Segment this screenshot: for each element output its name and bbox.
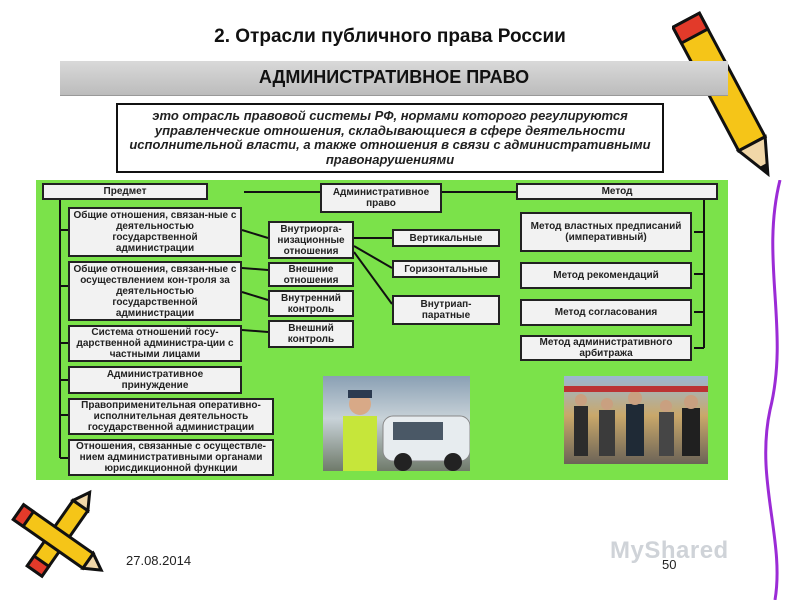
kind-intra-apparatus: Внутриап-паратные xyxy=(392,295,500,325)
page-number: 50 xyxy=(662,557,676,572)
pencil-top-right-icon xyxy=(672,2,782,192)
subject-item-3: Система отношений госу-дарственной админ… xyxy=(68,325,242,362)
crowd-photo xyxy=(564,376,708,464)
purple-curve-line xyxy=(750,180,800,600)
middle-item-1: Внутриорга-низационные отношения xyxy=(268,221,354,259)
slide-title: 2. Отрасли публичного права России xyxy=(150,26,630,48)
middle-item-2: Внешние отношения xyxy=(268,262,354,287)
subject-item-1: Общие отношения, связан-ные с деятельнос… xyxy=(68,207,242,257)
banner-title: АДМИНИСТРАТИВНОЕ ПРАВО xyxy=(60,67,728,88)
method-item-2: Метод рекомендаций xyxy=(520,262,692,289)
pencils-bottom-left-icon xyxy=(0,480,120,600)
method-item-4: Метод административного арбитража xyxy=(520,335,692,361)
method-item-1: Метод властных предписаний (императивный… xyxy=(520,212,692,252)
subject-item-5: Правоприменительная оперативно-исполните… xyxy=(68,398,274,435)
middle-item-4: Внешний контроль xyxy=(268,320,354,348)
subject-item-6: Отношения, связанные с осуществле-нием а… xyxy=(68,439,274,476)
slide-date: 27.08.2014 xyxy=(126,553,191,568)
method-item-3: Метод согласования xyxy=(520,299,692,326)
definition-box: это отрасль правовой системы РФ, нормами… xyxy=(116,103,664,173)
method-header: Метод xyxy=(516,183,718,200)
traffic-police-photo xyxy=(323,376,470,471)
middle-item-3: Внутренний контроль xyxy=(268,290,354,317)
subject-item-2: Общие отношения, связан-ные с осуществле… xyxy=(68,261,242,321)
kind-vertical: Вертикальные xyxy=(392,229,500,247)
subject-header: Предмет xyxy=(42,183,208,200)
center-node: Административное право xyxy=(320,183,442,213)
kind-horizontal: Горизонтальные xyxy=(392,260,500,278)
subject-item-4: Административное принуждение xyxy=(68,366,242,394)
